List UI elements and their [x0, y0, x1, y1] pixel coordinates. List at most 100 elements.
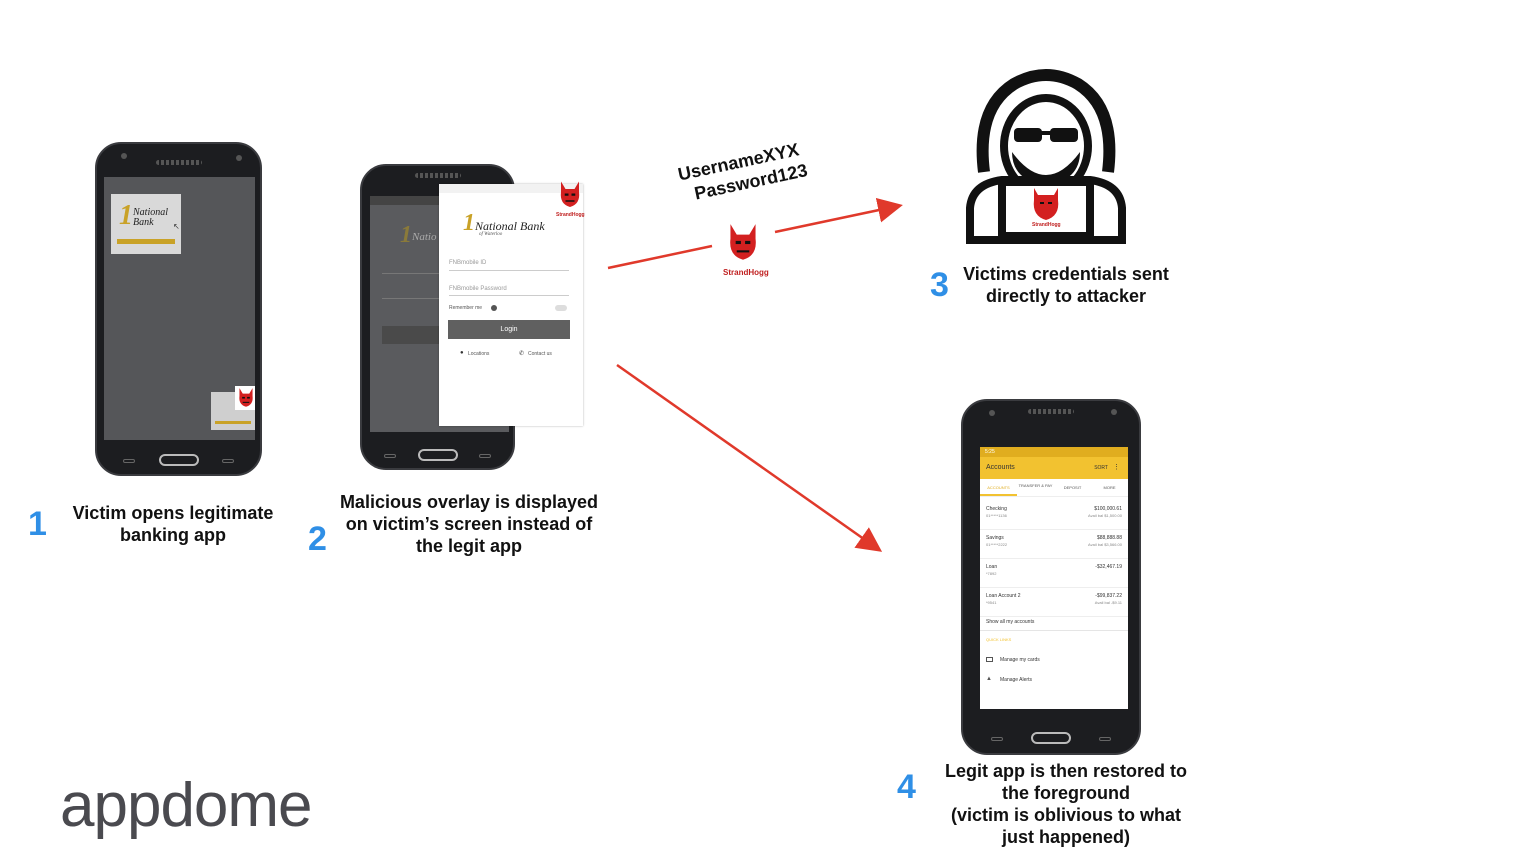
- locations-link[interactable]: Locations: [468, 351, 490, 357]
- phone-4-screen: 5:25 Accounts SORT ⋮ ACCOUNTS TRANSFER &…: [980, 447, 1128, 709]
- overlay-status-bar: [439, 184, 583, 193]
- cursor-icon: ↖: [173, 222, 180, 231]
- account-balance: $100,000.61: [1094, 506, 1122, 512]
- appdome-logo: appdome: [60, 771, 313, 840]
- phone-home-button: [158, 454, 199, 466]
- phone-icon: ✆: [519, 351, 525, 357]
- account-row[interactable]: Loan Account 2 *9541 -$99,837.22 Avail b…: [980, 588, 1128, 617]
- account-name: Savings: [986, 535, 1004, 541]
- malicious-overlay[interactable]: 1 National Bank of Waterloo FNBmobile ID…: [439, 184, 583, 426]
- bank-logo-name2: Bank: [133, 217, 154, 228]
- account-row[interactable]: Savings 01*****2222 $88,888.88 Avail bal…: [980, 530, 1128, 559]
- account-available: Avail bal -$9.11: [1094, 600, 1122, 605]
- bank-logo-name: National: [133, 207, 169, 218]
- caption-line: Malicious overlay is displayed: [339, 492, 599, 512]
- bank-logo-bar: [117, 239, 175, 244]
- devil-icon: [239, 388, 253, 407]
- contact-us-link[interactable]: Contact us: [528, 351, 552, 357]
- info-icon: [491, 305, 497, 311]
- card-icon: [986, 657, 993, 662]
- caption-line: Victims credentials sent: [963, 264, 1169, 284]
- phone-camera: [989, 410, 995, 416]
- tab-more[interactable]: MORE: [1103, 485, 1116, 490]
- overflow-menu-icon[interactable]: ⋮: [1113, 464, 1120, 471]
- step-3-number: 3: [930, 266, 949, 304]
- bank-app-icon[interactable]: 1 National Bank ↖: [111, 194, 181, 254]
- tab-transfer-pay[interactable]: TRANSFER & PAY: [1018, 483, 1053, 488]
- account-number: 01*****1136: [986, 513, 1007, 518]
- phone-soft-key: [123, 459, 135, 463]
- arrow-to-attacker-1: [607, 244, 713, 270]
- step-4-number: 4: [897, 768, 916, 806]
- manage-cards-link[interactable]: Manage my cards: [1000, 657, 1040, 663]
- overlay-password-underline: [449, 295, 569, 296]
- section-divider: [980, 630, 1128, 631]
- account-balance: -$32,467.19: [1095, 564, 1122, 570]
- strandhogg-label: StrandHogg: [723, 268, 769, 277]
- strandhogg-badge: [235, 386, 255, 410]
- bank-logo-one: 1: [119, 200, 133, 231]
- status-time: 5:25: [985, 449, 995, 455]
- overlay-logo-name: National Bank: [475, 219, 545, 233]
- caption-line: on victim’s screen instead of: [345, 514, 593, 534]
- overlay-id-underline: [449, 270, 569, 271]
- strandhogg-devil-icon: [560, 181, 580, 207]
- step-3-caption: Victims credentials sent directly to att…: [950, 263, 1182, 307]
- arrow-to-attacker-2: [774, 197, 903, 234]
- phone-1-screen: 1 National Bank ↖: [104, 177, 255, 440]
- overlay-login-button[interactable]: Login: [448, 320, 570, 339]
- manage-alerts-link[interactable]: Manage Alerts: [1000, 677, 1032, 683]
- location-pin-icon: ●: [460, 350, 464, 356]
- phone-soft-key: [991, 737, 1003, 741]
- phone-camera: [1111, 409, 1117, 415]
- phone-soft-key: [1099, 737, 1111, 741]
- step-1-number: 1: [28, 505, 47, 543]
- bg-field: [382, 298, 442, 299]
- accounts-title: Accounts: [986, 464, 1015, 471]
- show-all-accounts-link[interactable]: Show all my accounts: [986, 619, 1035, 625]
- tab-accounts[interactable]: ACCOUNTS: [980, 479, 1017, 496]
- bank-app-thumbnail: [211, 386, 255, 430]
- quick-links-title: QUICK LINKS: [986, 637, 1012, 642]
- sort-button[interactable]: SORT: [1094, 465, 1108, 471]
- account-balance: $88,888.88: [1096, 535, 1122, 541]
- step-2-caption: Malicious overlay is displayed on victim…: [328, 491, 610, 557]
- phone-step-1: 1 National Bank ↖: [95, 142, 262, 476]
- hacker-icon: [966, 69, 1126, 244]
- bg-logo-one: 1: [400, 222, 412, 248]
- overlay-password-input[interactable]: FNBmobile Password: [449, 286, 507, 292]
- caption-line: just happened): [1001, 827, 1130, 847]
- overlay-logo-one: 1: [463, 210, 475, 236]
- account-name: Loan: [986, 564, 998, 570]
- app-tabs: ACCOUNTS TRANSFER & PAY DEPOSIT MORE: [980, 479, 1128, 497]
- remember-me-toggle[interactable]: [555, 305, 567, 311]
- app-status-bar: 5:25: [980, 447, 1128, 457]
- caption-line: the foreground: [1002, 783, 1130, 803]
- bg-login-button: [382, 326, 446, 344]
- tab-deposit[interactable]: DEPOSIT: [1063, 485, 1082, 490]
- caption-line: Legit app is then restored to: [944, 761, 1188, 781]
- account-balance: -$99,837.22: [1095, 593, 1122, 599]
- phone-speaker: [155, 160, 202, 165]
- account-row[interactable]: Checking 01*****1136 $100,000.61 Avail b…: [980, 501, 1128, 530]
- overlay-id-input[interactable]: FNBmobile ID: [449, 260, 487, 266]
- phone-camera: [236, 155, 242, 161]
- caption-line: directly to attacker: [985, 286, 1147, 306]
- step-4-caption: Legit app is then restored to the foregr…: [926, 760, 1206, 848]
- phone-speaker: [414, 173, 461, 178]
- phone-soft-key: [222, 459, 234, 463]
- caption-line: (victim is oblivious to what: [950, 805, 1182, 825]
- account-number: 01*****2222: [986, 542, 1008, 547]
- bg-field: [382, 273, 442, 274]
- caption-line: the legit app: [415, 536, 522, 556]
- step-2-number: 2: [308, 520, 327, 558]
- phone-soft-key: [479, 454, 491, 458]
- phone-speaker: [1028, 409, 1074, 414]
- step-1-caption: Victim opens legitimate banking app: [58, 502, 288, 546]
- account-row[interactable]: Loan *7892 -$32,467.19: [980, 559, 1128, 588]
- phone-soft-key: [384, 454, 396, 458]
- account-available: Avail bal $3,566.00: [1088, 542, 1122, 547]
- bell-icon: ▲: [986, 676, 992, 682]
- phone-camera: [121, 153, 127, 159]
- overlay-logo-sub: of Waterloo: [479, 232, 503, 237]
